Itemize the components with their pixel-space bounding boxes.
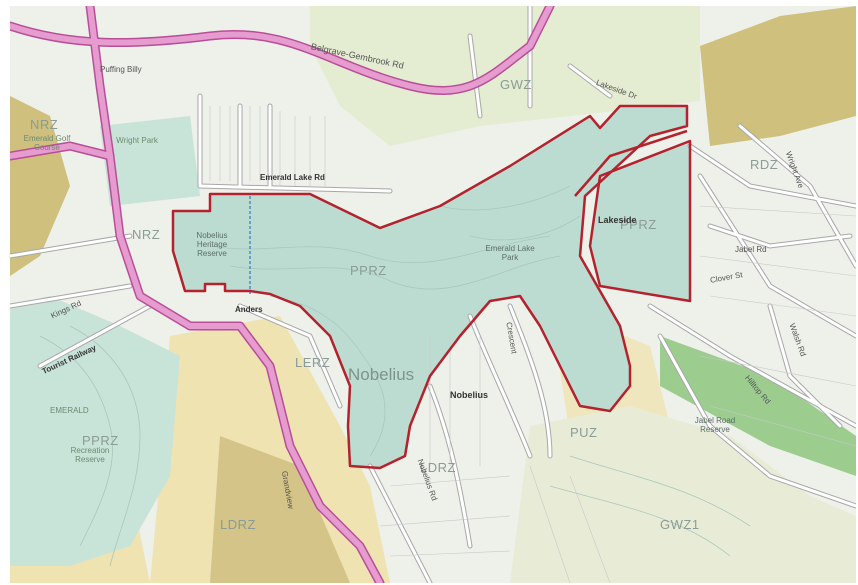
conservation-west: [10, 96, 70, 276]
place-label-nobelius-town: Nobelius: [450, 390, 489, 400]
place-label-puffing-billy: Puffing Billy: [100, 65, 142, 74]
project-boundary-east: [588, 139, 692, 303]
main-roads: [10, 6, 553, 583]
park-east-fill: [590, 141, 690, 301]
road-label-emerald-lake-rd: Emerald Lake Rd: [260, 173, 325, 182]
place-label-nobelius-large: Nobelius: [348, 365, 415, 384]
place-label-emerald-lake-park[interactable]: Emerald Lake Park: [485, 244, 535, 263]
place-label-golf-course[interactable]: Emerald Golf Course: [23, 134, 71, 153]
green-wedge-top: [310, 6, 700, 146]
zone-label-ldrz-bottom: LDRZ: [220, 517, 256, 532]
place-label-wright-park[interactable]: Wright Park: [116, 136, 158, 145]
project-boundary-main: [171, 104, 689, 470]
place-label-emerald-area: EMERALD: [50, 406, 89, 415]
lot-lines: [209, 106, 856, 583]
zone-label-ldrz: LDRZ: [420, 460, 456, 475]
zone-label-pprz-center: PPRZ: [350, 263, 387, 278]
contour-lines: [39, 185, 751, 567]
place-label-nobelius-heritage[interactable]: Nobelius Heritage Reserve: [196, 231, 228, 259]
place-label-recreation-reserve[interactable]: Recreation Reserve: [70, 446, 110, 465]
place-label-jabel-road-reserve[interactable]: Jabel Road Reserve: [694, 416, 736, 435]
zone-label-puz: PUZ: [570, 425, 598, 440]
gwz-bottom-right: [510, 406, 856, 583]
zoning-map[interactable]: PPRZ PPRZ LERZ GWZ GWZ1 NRZ NRZ PUZ LDRZ…: [10, 6, 856, 583]
place-label-lakeside: Lakeside: [598, 215, 637, 225]
project-boundary-east-outer: [574, 129, 688, 197]
park-main-fill: [173, 106, 687, 468]
park-west: [10, 296, 180, 566]
conservation-south: [210, 436, 350, 583]
map-canvas: [10, 6, 856, 583]
zone-label-gwz-bottom: GWZ1: [660, 517, 700, 532]
green-strip-east: [660, 336, 856, 476]
zone-label-pprz-east: PPRZ: [620, 217, 657, 232]
park-nw: [100, 116, 200, 206]
zone-label-pprz-sw: PPRZ: [82, 433, 119, 448]
road-label-jabel-rd: Jabel Rd: [735, 245, 767, 254]
conservation-ne: [700, 6, 856, 146]
zone-label-nrz-mid: NRZ: [132, 227, 161, 242]
road-label-anders: Anders: [235, 305, 263, 314]
zone-label-lerz: LERZ: [295, 355, 331, 370]
zone-label-nrz-west: NRZ: [30, 117, 59, 132]
zone-label-rdz: RDZ: [750, 157, 779, 172]
zone-label-gwz-top: GWZ: [500, 77, 532, 92]
